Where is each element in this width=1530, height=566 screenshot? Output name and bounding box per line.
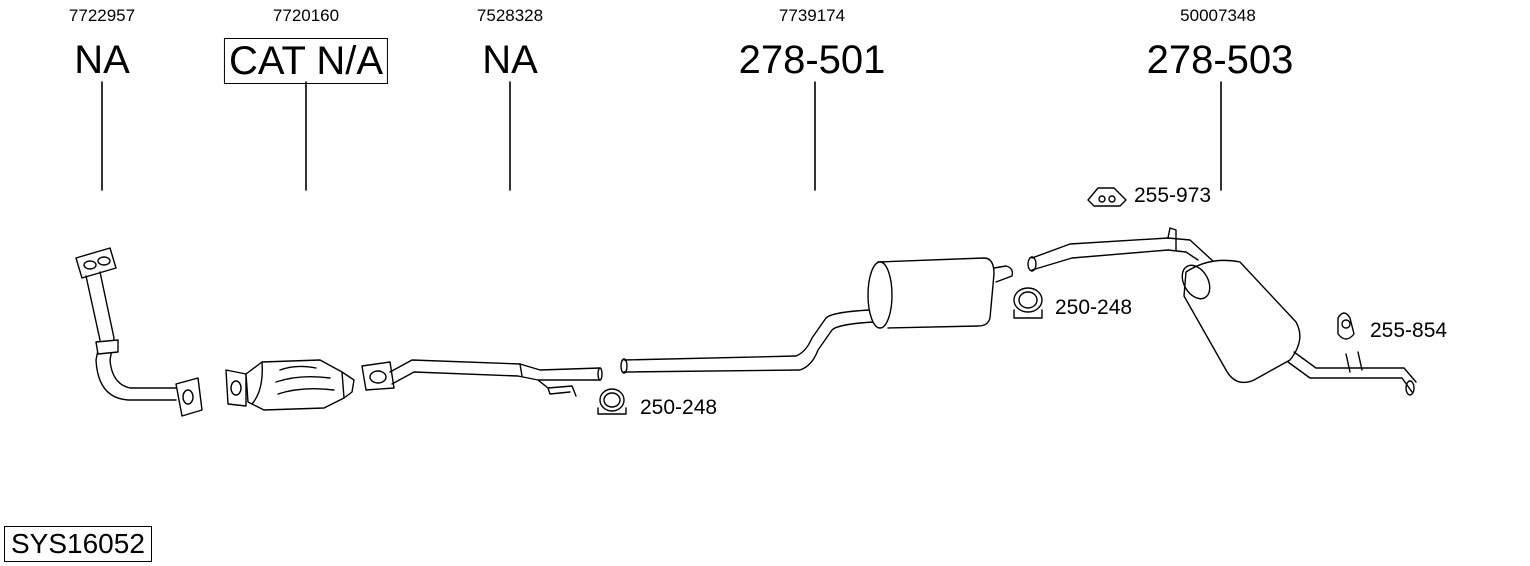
intermediate-pipe-part[interactable]: [361, 359, 603, 397]
accessory-label-ring-hanger[interactable]: 255-854: [1370, 319, 1448, 342]
rear-silencer-part[interactable]: [1027, 227, 1417, 396]
oe-number-catalyst: 7720160: [272, 6, 340, 25]
pipe-clamp-icon[interactable]: [597, 388, 627, 415]
part-number-intermediate-pipe[interactable]: NA: [482, 38, 538, 82]
rubber-hanger-icon[interactable]: [1087, 187, 1127, 207]
oe-number-rear-silencer: 50007348: [1180, 6, 1256, 25]
oe-number-intermediate-pipe: 7528328: [476, 6, 544, 25]
accessory-label-hanger[interactable]: 255-973: [1134, 184, 1212, 207]
front-pipe-part[interactable]: [75, 247, 203, 417]
part-number-rear-silencer[interactable]: 278-503: [1146, 38, 1294, 82]
rubber-ring-hanger-icon[interactable]: [1337, 312, 1355, 340]
system-number-badge: SYS16052: [4, 526, 152, 562]
part-number-front-pipe[interactable]: NA: [74, 38, 130, 82]
oe-number-front-pipe: 7722957: [68, 6, 136, 25]
part-number-catalyst[interactable]: CAT N/A: [223, 38, 389, 84]
pipe-clamp-icon[interactable]: [1013, 287, 1043, 319]
accessory-label-clamp-front[interactable]: 250-248: [640, 396, 718, 419]
part-number-middle-silencer[interactable]: 278-501: [738, 38, 886, 82]
oe-number-middle-silencer: 7739174: [778, 6, 846, 25]
catalyst-part[interactable]: [225, 359, 355, 411]
middle-silencer-part[interactable]: [620, 257, 1014, 374]
leader-lines: [101, 81, 1222, 191]
accessory-label-clamp-rear[interactable]: 250-248: [1055, 296, 1133, 319]
